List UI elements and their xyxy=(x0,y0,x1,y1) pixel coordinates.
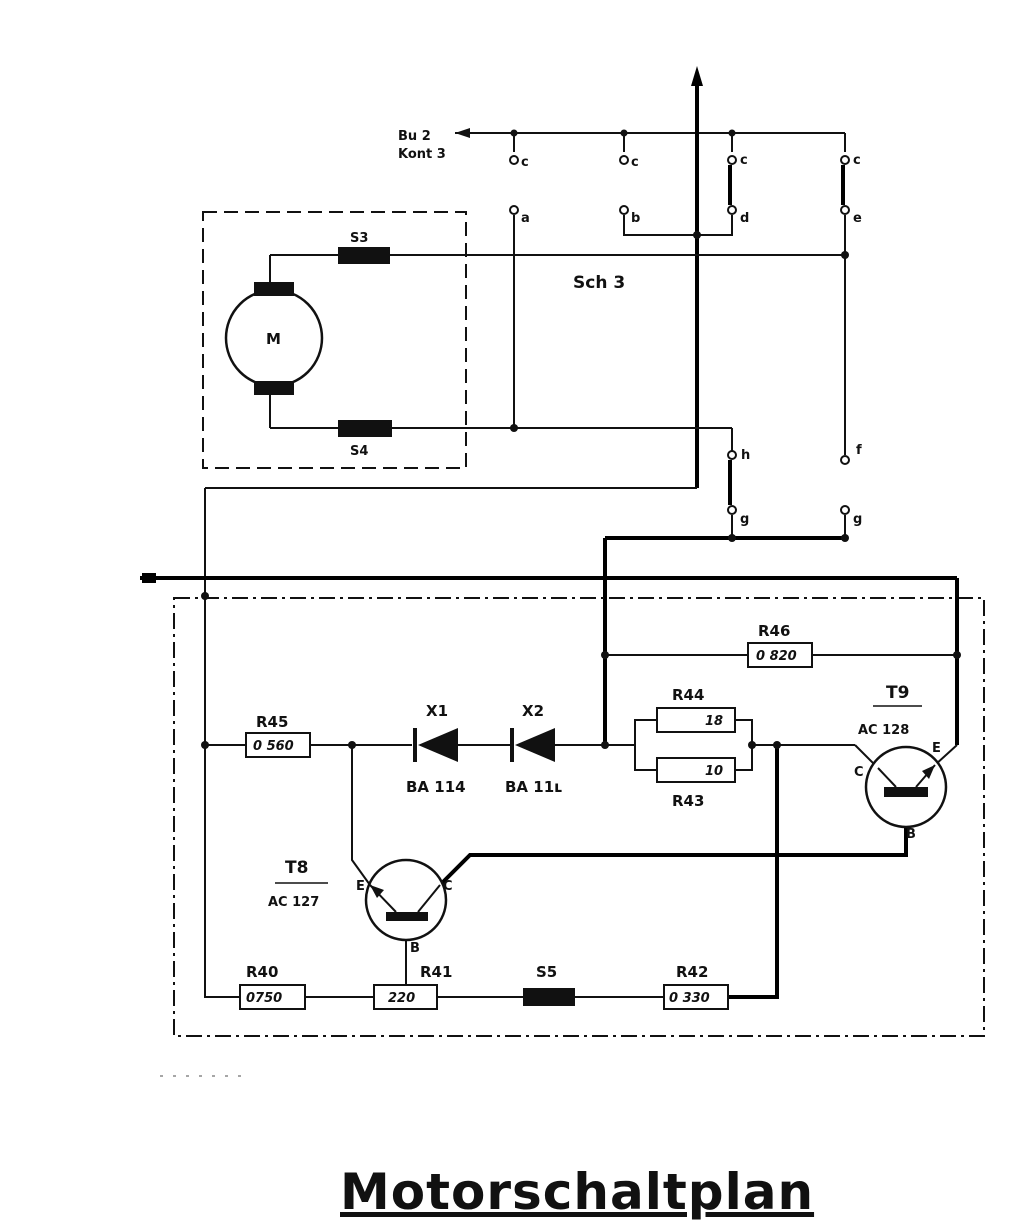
r44-value: 18 xyxy=(705,714,723,729)
winding-s3 xyxy=(338,247,390,264)
resistor-r45: R45 0 560 xyxy=(245,713,311,758)
contact-letters: c c c c a b d e h f g g xyxy=(521,153,862,527)
resistor-r42: R42 0 330 xyxy=(663,963,729,1010)
diode-x2: X2 BA 11ʟ xyxy=(505,702,562,796)
contact-b-label: b xyxy=(631,211,640,226)
contact-d-label: d xyxy=(740,211,749,226)
resistor-r43: R43 10 xyxy=(656,757,736,810)
contact-g2-label: g xyxy=(853,512,862,527)
resistor-r44: R44 18 xyxy=(656,686,736,733)
motor-label: M xyxy=(266,330,281,348)
r41-name: R41 xyxy=(420,963,452,981)
t8-type: AC 127 xyxy=(268,895,319,910)
r44-name: R44 xyxy=(672,686,704,704)
upper-wiring xyxy=(204,66,849,745)
x2-type: BA 11ʟ xyxy=(505,778,562,796)
connector-label-line1: Bu 2 xyxy=(398,129,431,144)
motor-enclosure xyxy=(202,211,467,469)
page-title: Motorschaltplan xyxy=(340,1163,815,1221)
diode-x1: X1 BA 114 xyxy=(406,702,466,796)
r42-name: R42 xyxy=(676,963,708,981)
contact-h-label: h xyxy=(741,448,750,463)
t9-name: T9 xyxy=(886,683,909,703)
t9-pin-c: C xyxy=(854,765,864,780)
winding-s4 xyxy=(338,420,392,437)
switch-terminals xyxy=(509,155,850,515)
motor-symbol: M xyxy=(224,282,324,395)
r43-value: 10 xyxy=(705,764,723,779)
t8-pin-e: E xyxy=(356,879,365,894)
winding-s3-label: S3 xyxy=(350,231,368,246)
lower-wiring xyxy=(140,573,961,999)
contact-g1-label: g xyxy=(740,512,749,527)
t9-pin-b: B xyxy=(906,827,916,842)
r41-value: 220 xyxy=(388,991,415,1006)
resistor-r40: R40 0750 xyxy=(239,963,306,1010)
contact-c1-label: c xyxy=(521,155,529,170)
resistor-r41: R41 220 xyxy=(373,963,452,1010)
contact-f-label: f xyxy=(856,443,862,458)
contact-c4-label: c xyxy=(853,153,861,168)
transistor-t8: T8 AC 127 E C B xyxy=(268,858,453,956)
resistor-r46: R46 0 820 xyxy=(747,622,813,668)
transistor-t9: T9 AC 128 C E B xyxy=(854,683,948,842)
r40-name: R40 xyxy=(246,963,278,981)
r43-name: R43 xyxy=(672,792,704,810)
t8-pin-c: C xyxy=(443,879,453,894)
switch-label: Sch 3 xyxy=(573,273,625,293)
winding-s4-label: S4 xyxy=(350,444,368,459)
r42-value: 0 330 xyxy=(669,991,710,1006)
connector-label-line2: Kont 3 xyxy=(398,147,446,162)
contact-c2-label: c xyxy=(631,155,639,170)
contact-c3-label: c xyxy=(740,153,748,168)
r46-value: 0 820 xyxy=(756,649,797,664)
contact-a-label: a xyxy=(521,211,530,226)
x2-name: X2 xyxy=(522,702,544,720)
t8-name: T8 xyxy=(285,858,308,878)
winding-s5-label: S5 xyxy=(536,963,557,981)
r45-name: R45 xyxy=(256,713,288,731)
t8-pin-b: B xyxy=(410,941,420,956)
contact-e-label: e xyxy=(853,211,862,226)
control-enclosure xyxy=(173,597,985,1037)
r46-name: R46 xyxy=(758,622,790,640)
t9-pin-e: E xyxy=(932,741,941,756)
r40-value: 0750 xyxy=(246,991,282,1006)
t9-type: AC 128 xyxy=(858,723,909,738)
winding-s5 xyxy=(523,988,575,1006)
x1-name: X1 xyxy=(426,702,448,720)
x1-type: BA 114 xyxy=(406,778,466,796)
r45-value: 0 560 xyxy=(253,739,294,754)
